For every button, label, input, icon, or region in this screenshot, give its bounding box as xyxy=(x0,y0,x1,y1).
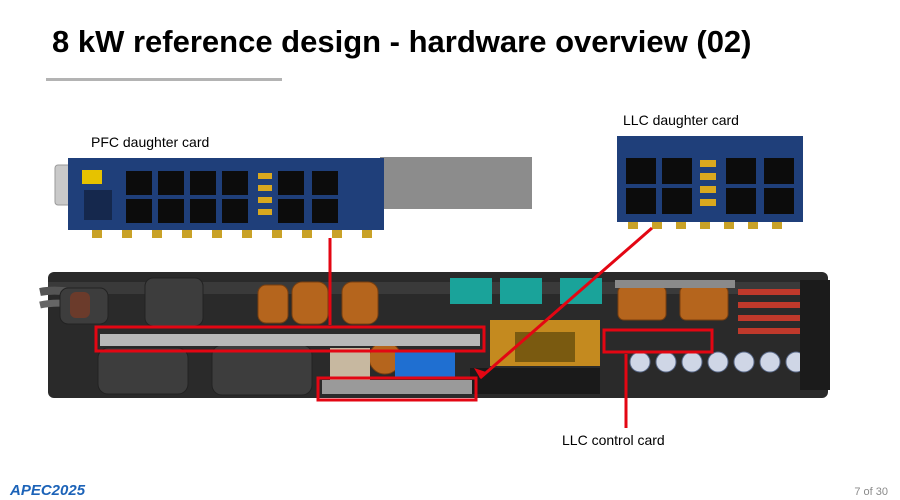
llc-control-label: LLC control card xyxy=(562,432,665,448)
llc-card-label: LLC daughter card xyxy=(623,112,739,128)
title-underline xyxy=(46,78,282,81)
llc-control-leader-line xyxy=(479,226,653,380)
llc-daughter-card-image xyxy=(617,136,803,229)
llc-highlight-box xyxy=(602,328,714,354)
page-number: 7 of 30 xyxy=(854,486,888,498)
llc-control-highlight-box xyxy=(316,376,478,402)
pfc-highlight-box xyxy=(94,325,486,353)
pfc-daughter-card-image xyxy=(54,157,532,238)
apec-logo: APEC2025 xyxy=(10,482,86,499)
slide-title: 8 kW reference design - hardware overvie… xyxy=(52,24,752,59)
leader-arrowhead xyxy=(474,368,486,378)
callout-annotations xyxy=(94,226,714,428)
pfc-card-label: PFC daughter card xyxy=(91,134,210,150)
main-board-image xyxy=(39,272,830,398)
